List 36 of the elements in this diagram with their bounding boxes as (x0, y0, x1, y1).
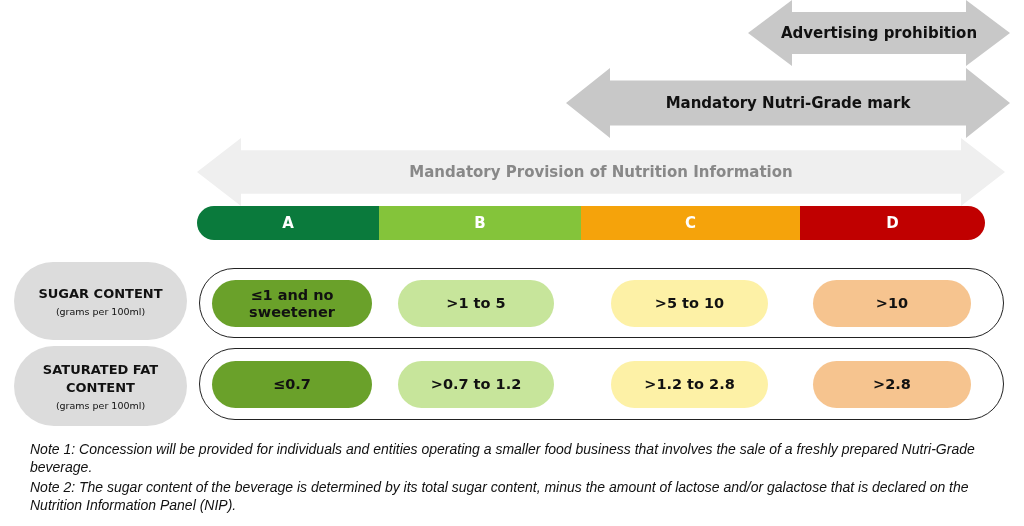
value-pill (813, 361, 971, 408)
category-name: SUGAR CONTENT (37, 285, 164, 303)
grade-letter: C (685, 214, 696, 232)
grade-letter: A (282, 214, 294, 232)
threshold-value: >10 (874, 295, 910, 312)
arrow-label: Mandatory Nutri-Grade mark (665, 94, 911, 112)
arrow-label: Mandatory Provision of Nutrition Information (409, 163, 793, 181)
value-pill (813, 280, 971, 327)
range-banner (748, 0, 1010, 66)
threshold-value: >1 to 5 (445, 295, 507, 312)
grade-letter: B (474, 214, 486, 232)
threshold-value: ≤0.7 (272, 376, 312, 393)
footnote: Note 1: Concession will be provided for individuals and entities operating a smaller food business that involves the sale of a freshly prepared Nutri-Grade beverage. (30, 440, 976, 476)
threshold-value: >1.2 to 2.8 (643, 376, 736, 393)
threshold-value: >5 to 10 (653, 295, 726, 312)
unit-text: (grams per 100ml) (55, 400, 146, 411)
grade-band (800, 206, 985, 240)
threshold-value: ≤1 and no sweetener (248, 286, 336, 321)
value-pill (611, 361, 768, 408)
category-name: SATURATED FAT CONTENT (41, 361, 160, 397)
grade-band (581, 206, 800, 240)
grade-band (379, 206, 581, 240)
value-pill (611, 280, 768, 327)
threshold-value: >2.8 (872, 376, 912, 393)
grade-band (197, 206, 379, 240)
arrow-label: Advertising prohibition (780, 24, 978, 42)
value-pill (398, 361, 554, 408)
value-pill (212, 280, 372, 327)
value-pill (398, 280, 554, 327)
footnote: Note 2: The sugar content of the beverage is determined by its total sugar content, minus the amount of lactose and/or galactose that is declared on the Nutrition Information Panel (NIP). (30, 478, 970, 514)
range-banner (566, 68, 1010, 138)
unit-text: (grams per 100ml) (55, 306, 146, 317)
value-pill (212, 361, 372, 408)
range-banner (197, 138, 1005, 206)
grade-letter: D (886, 214, 899, 232)
threshold-value: >0.7 to 1.2 (429, 376, 523, 393)
